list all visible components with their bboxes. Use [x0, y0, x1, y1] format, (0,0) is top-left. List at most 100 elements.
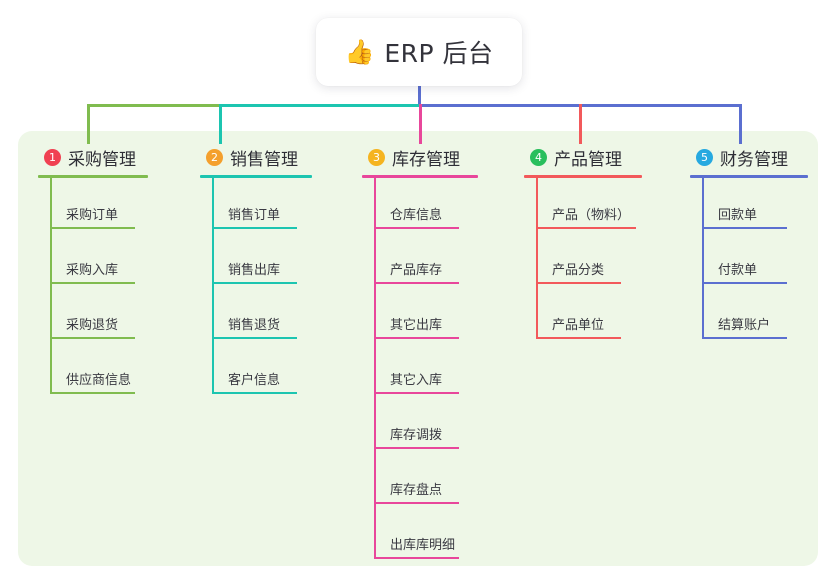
- leaf-node[interactable]: 库存调拨: [362, 398, 478, 453]
- connector-drop-1: [87, 104, 90, 144]
- branch-title-1: 采购管理: [68, 149, 136, 170]
- leaf-node-label: 回款单: [718, 208, 758, 223]
- connector-trunk: [418, 86, 421, 106]
- branch-items-1: 采购订单采购入库采购退货供应商信息: [38, 178, 148, 398]
- leaf-node-label: 产品（物料）: [552, 208, 631, 223]
- diagram-panel: [18, 131, 818, 566]
- branch-underline-5: [690, 175, 808, 178]
- leaf-node-rule: [374, 227, 459, 229]
- leaf-node-label: 产品库存: [390, 263, 443, 278]
- branch-badge-1: 1: [44, 148, 61, 166]
- branch-spine-4: [536, 178, 538, 339]
- thumbs-up-icon: 👍: [344, 38, 375, 66]
- leaf-node[interactable]: 采购订单: [38, 178, 148, 233]
- leaf-node-rule: [374, 282, 459, 284]
- branch-title-2: 销售管理: [230, 149, 298, 170]
- leaf-node-rule: [50, 227, 135, 229]
- branch-items-2: 销售订单销售出库销售退货客户信息: [200, 178, 312, 398]
- leaf-node-rule: [702, 337, 787, 339]
- branch-underline-3: [362, 175, 478, 178]
- leaf-node-rule: [702, 227, 787, 229]
- leaf-node-label: 采购订单: [66, 208, 119, 223]
- leaf-node-rule: [374, 502, 459, 504]
- leaf-node-label: 结算账户: [718, 318, 771, 333]
- leaf-node[interactable]: 采购入库: [38, 233, 148, 288]
- leaf-node-rule: [374, 557, 459, 559]
- leaf-node[interactable]: 产品单位: [524, 288, 642, 343]
- leaf-node-rule: [374, 447, 459, 449]
- leaf-node[interactable]: 库存盘点: [362, 453, 478, 508]
- leaf-node[interactable]: 其它出库: [362, 288, 478, 343]
- branch-column-3: 3 库存管理仓库信息产品库存其它出库其它入库库存调拨库存盘点出库库明细: [362, 145, 478, 563]
- connector-drop-4: [579, 104, 582, 144]
- leaf-node[interactable]: 出库库明细: [362, 508, 478, 563]
- leaf-node-label: 销售退货: [228, 318, 281, 333]
- branch-header-4[interactable]: 4 产品管理: [524, 145, 642, 170]
- connector-bus-segment-2: [219, 104, 419, 107]
- leaf-node[interactable]: 销售订单: [200, 178, 312, 233]
- connector-drop-3: [419, 104, 422, 144]
- branch-title-4: 产品管理: [554, 149, 622, 170]
- leaf-node-label: 客户信息: [228, 373, 281, 388]
- branch-badge-3: 3: [368, 148, 385, 166]
- leaf-node-label: 付款单: [718, 263, 758, 278]
- leaf-node-label: 仓库信息: [390, 208, 443, 223]
- leaf-node-label: 销售订单: [228, 208, 281, 223]
- leaf-node[interactable]: 结算账户: [690, 288, 808, 343]
- leaf-node-rule: [212, 392, 297, 394]
- branch-underline-1: [38, 175, 148, 178]
- leaf-node-rule: [374, 337, 459, 339]
- root-node[interactable]: 👍 ERP 后台: [316, 18, 522, 86]
- leaf-node-rule: [374, 392, 459, 394]
- branch-badge-4: 4: [530, 148, 547, 166]
- leaf-node-label: 产品分类: [552, 263, 605, 278]
- leaf-node[interactable]: 客户信息: [200, 343, 312, 398]
- leaf-node[interactable]: 供应商信息: [38, 343, 148, 398]
- leaf-node[interactable]: 产品分类: [524, 233, 642, 288]
- leaf-node-rule: [536, 337, 621, 339]
- leaf-node-rule: [50, 392, 135, 394]
- leaf-node[interactable]: 仓库信息: [362, 178, 478, 233]
- leaf-node-label: 采购入库: [66, 263, 119, 278]
- leaf-node-rule: [536, 282, 621, 284]
- leaf-node-rule: [50, 282, 135, 284]
- branch-spine-3: [374, 178, 376, 559]
- branch-title-3: 库存管理: [392, 149, 460, 170]
- leaf-node-label: 其它出库: [390, 318, 443, 333]
- branch-items-3: 仓库信息产品库存其它出库其它入库库存调拨库存盘点出库库明细: [362, 178, 478, 563]
- leaf-node[interactable]: 销售退货: [200, 288, 312, 343]
- leaf-node-label: 产品单位: [552, 318, 605, 333]
- leaf-node[interactable]: 其它入库: [362, 343, 478, 398]
- leaf-node-rule: [702, 282, 787, 284]
- leaf-node[interactable]: 产品（物料）: [524, 178, 642, 233]
- leaf-node[interactable]: 付款单: [690, 233, 808, 288]
- branch-items-4: 产品（物料） 产品分类产品单位: [524, 178, 642, 343]
- leaf-node-rule: [536, 227, 636, 229]
- branch-spine-5: [702, 178, 704, 339]
- branch-header-3[interactable]: 3 库存管理: [362, 145, 478, 170]
- connector-bus-segment-1: [87, 104, 219, 107]
- leaf-node-rule: [212, 337, 297, 339]
- leaf-node-label: 采购退货: [66, 318, 119, 333]
- leaf-node[interactable]: 采购退货: [38, 288, 148, 343]
- branch-column-4: 4 产品管理产品（物料） 产品分类产品单位: [524, 145, 642, 343]
- branch-title-5: 财务管理: [720, 149, 788, 170]
- branch-column-5: 5 财务管理回款单付款单结算账户: [690, 145, 808, 343]
- leaf-node-label: 出库库明细: [390, 538, 456, 553]
- root-node-title: ERP 后台: [384, 39, 494, 68]
- leaf-node-label: 供应商信息: [66, 373, 132, 388]
- branch-header-5[interactable]: 5 财务管理: [690, 145, 808, 170]
- leaf-node[interactable]: 销售出库: [200, 233, 312, 288]
- leaf-node-rule: [212, 227, 297, 229]
- branch-underline-2: [200, 175, 312, 178]
- branch-spine-1: [50, 178, 52, 394]
- branch-header-1[interactable]: 1 采购管理: [38, 145, 148, 170]
- leaf-node-label: 其它入库: [390, 373, 443, 388]
- branch-spine-2: [212, 178, 214, 394]
- branch-badge-5: 5: [696, 148, 713, 166]
- leaf-node[interactable]: 回款单: [690, 178, 808, 233]
- leaf-node[interactable]: 产品库存: [362, 233, 478, 288]
